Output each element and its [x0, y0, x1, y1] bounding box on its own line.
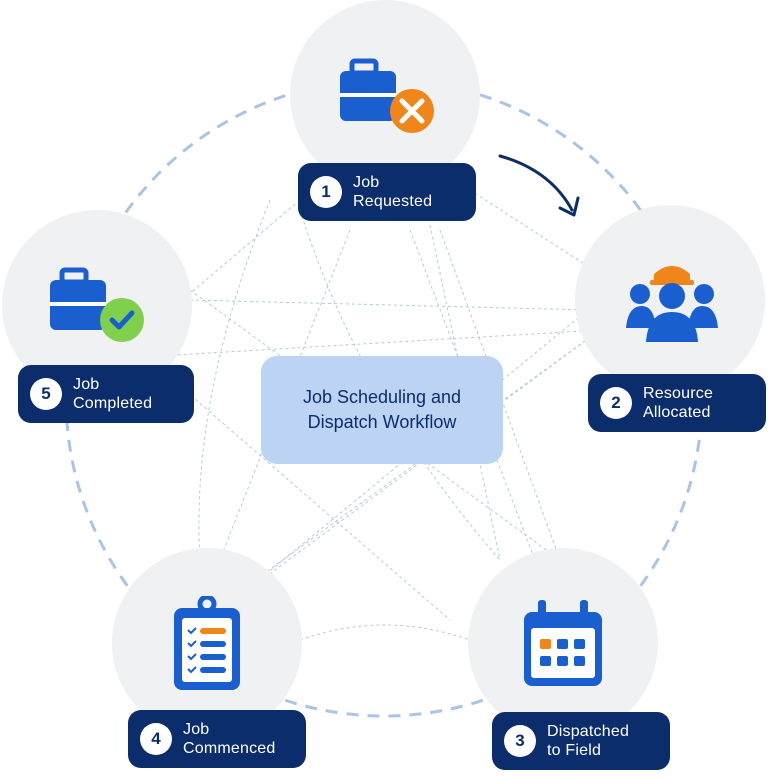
- step-5-text: Job Completed: [73, 375, 152, 413]
- briefcase-check-icon: [50, 267, 144, 342]
- step-1-text: Job Requested: [353, 173, 432, 211]
- step-1-line1: Job: [353, 174, 380, 191]
- step-4-number: 4: [140, 723, 172, 755]
- step-2-label: 2 Resource Allocated: [588, 374, 766, 432]
- step-3-number: 3: [504, 725, 536, 757]
- step-1-line2: Requested: [353, 193, 433, 210]
- workers-hardhat-icon: [626, 266, 718, 342]
- center-title-line1: Job Scheduling and: [302, 387, 462, 407]
- step-1-number: 1: [310, 176, 342, 208]
- calendar-icon: [524, 600, 602, 686]
- step-5-line2: Completed: [73, 395, 153, 412]
- center-title-line2: Dispatch Workflow: [307, 412, 457, 432]
- clipboard-checklist-icon: [174, 596, 240, 690]
- step-3-line1: Dispatched: [547, 723, 630, 740]
- step-1-label: 1 Job Requested: [298, 163, 476, 221]
- step-4-line1: Job: [183, 721, 210, 738]
- step-2-line1: Resource: [643, 385, 714, 402]
- step-4-text: Job Commenced: [183, 720, 276, 758]
- step-2-number: 2: [600, 387, 632, 419]
- step-4-label: 4 Job Commenced: [128, 710, 306, 768]
- briefcase-tools-icon: [340, 58, 434, 133]
- step-3-label: 3 Dispatched to Field: [492, 712, 670, 770]
- step-4-line2: Commenced: [183, 740, 276, 757]
- step-2-line2: Allocated: [643, 404, 711, 421]
- step-2-text: Resource Allocated: [643, 384, 713, 422]
- step-3-line2: to Field: [547, 742, 602, 759]
- step-5-label: 5 Job Completed: [18, 365, 194, 423]
- flow-arrow-icon: [498, 154, 580, 217]
- step-5-line1: Job: [73, 376, 100, 393]
- step-3-text: Dispatched to Field: [547, 722, 629, 760]
- step-5-number: 5: [30, 378, 62, 410]
- center-title-box: Job Scheduling and Dispatch Workflow: [261, 356, 503, 464]
